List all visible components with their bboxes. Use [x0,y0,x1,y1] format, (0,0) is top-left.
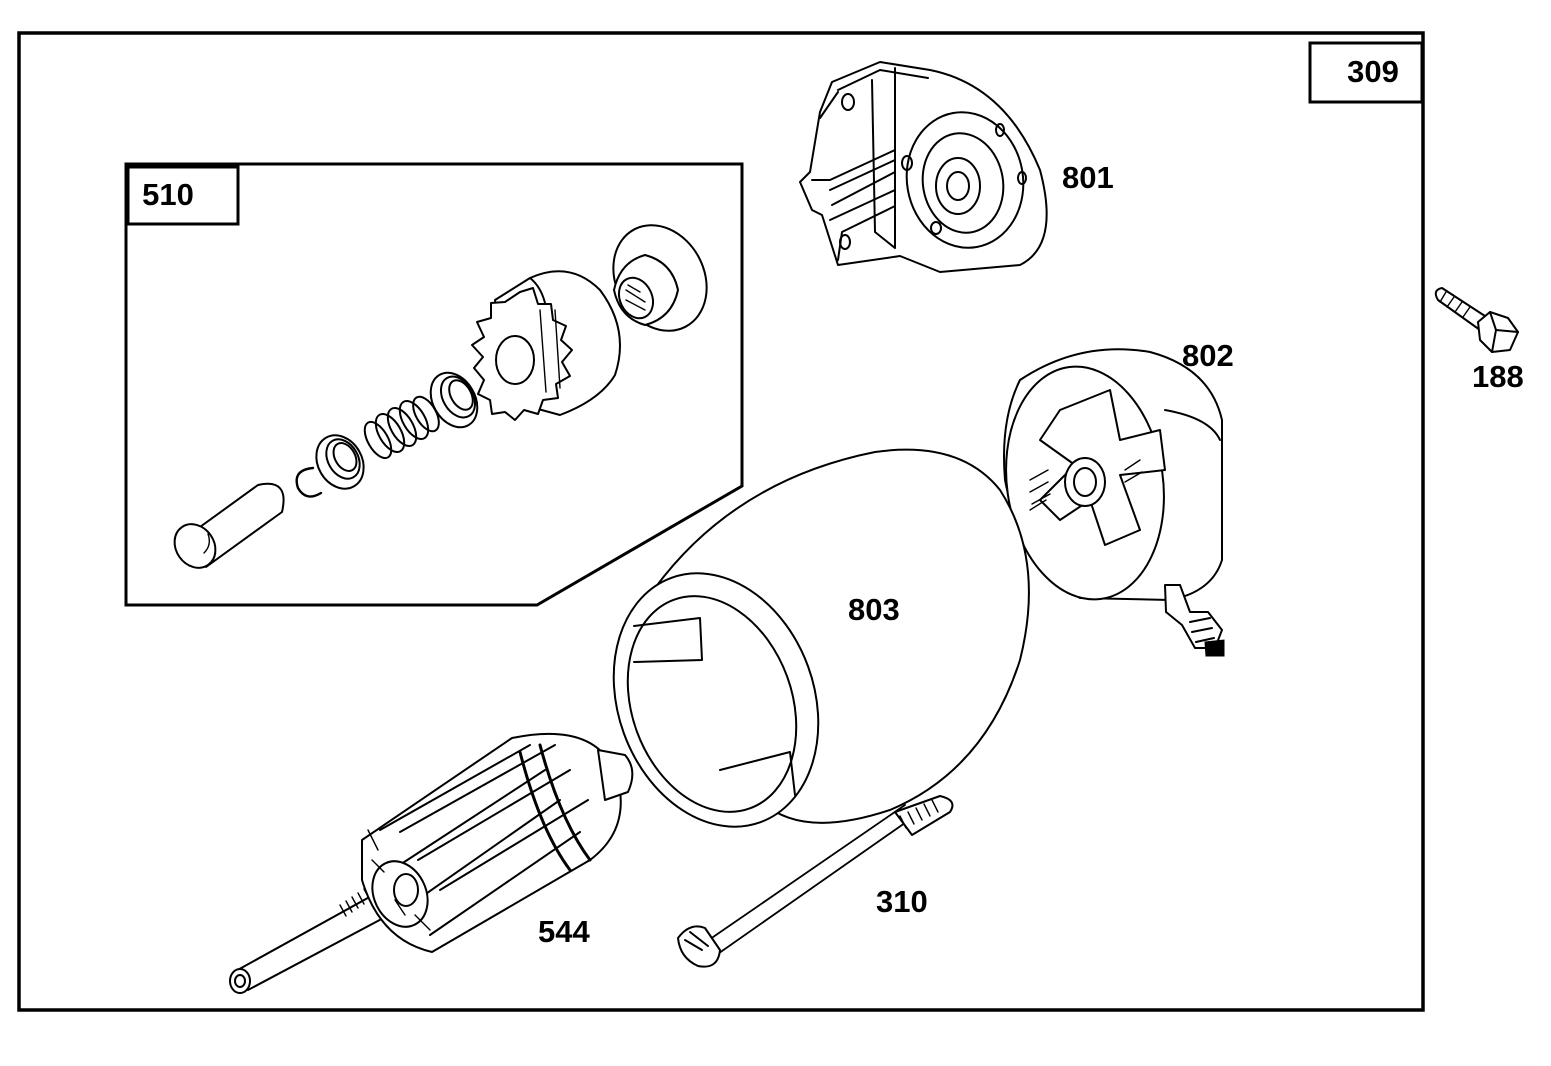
subassembly-box: 510 [124,162,744,607]
housing-part [612,448,1030,828]
thrust-washer [612,224,708,332]
callout-brush-end-housing: 802 [1182,338,1234,373]
screw-part [1434,287,1519,353]
outer-frame [17,31,1425,1012]
callout-housing: 803 [848,592,900,627]
assembly-number-box: 309 [1308,41,1424,104]
stop-collar [315,434,365,490]
callout-screw: 188 [1472,359,1524,394]
callout-end-cap: 801 [1062,160,1114,195]
cup-washer [429,371,479,429]
retaining-ring [295,466,323,498]
brush-end-housing-part [1003,348,1225,657]
callout-armature: 544 [538,914,590,949]
pinion-gear [471,270,621,421]
callout-thru-bolt: 310 [876,884,928,919]
end-cap-part [799,61,1048,273]
armature-part [229,732,634,994]
thru-bolt-part [677,795,954,968]
subassembly-number-label: 510 [142,177,194,212]
assembly-number-label: 309 [1347,54,1399,89]
drive-sleeve [173,482,285,569]
anti-drift-spring [363,395,440,460]
